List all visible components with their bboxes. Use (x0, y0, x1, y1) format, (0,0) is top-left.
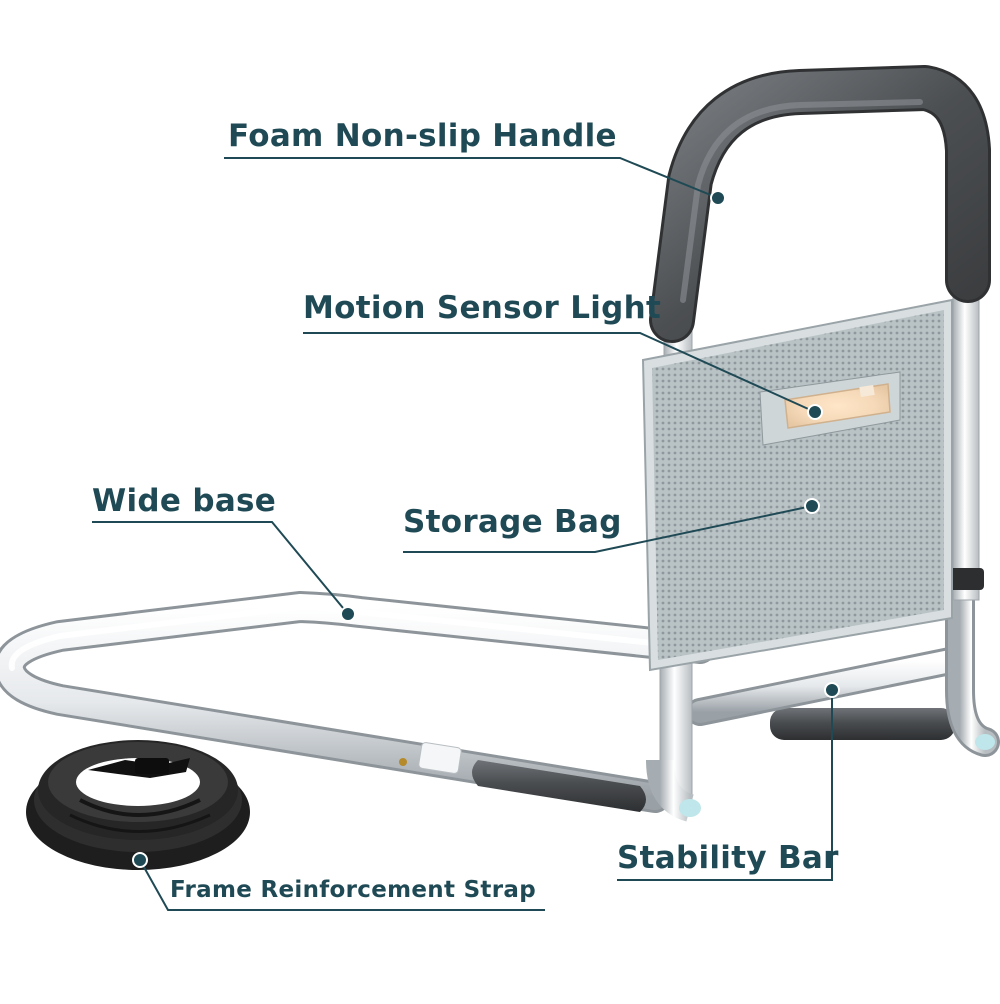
storage-bag-label: Storage Bag (403, 504, 622, 540)
bag-dot (804, 498, 820, 514)
stability-dot (824, 682, 840, 698)
strap-dot (132, 852, 148, 868)
foam-handle (649, 65, 991, 343)
wide-base-frame (0, 591, 716, 813)
rear-foam-grip (770, 708, 955, 740)
base-dot (340, 606, 356, 622)
foam-handle-label: Foam Non-slip Handle (228, 118, 617, 154)
leader-dots (132, 190, 840, 868)
handle-dot (710, 190, 726, 206)
front-foam-grip (472, 760, 646, 812)
wide-base-label: Wide base (92, 483, 277, 519)
sensor-dot (807, 404, 823, 420)
strap-leader (139, 859, 545, 911)
sensor-leader (303, 332, 816, 413)
leader-lines (92, 157, 833, 911)
stability-bar-label: Stability Bar (617, 840, 839, 876)
handle-leader (224, 157, 719, 199)
reinforcement-strap (26, 740, 250, 870)
reinforcement-strap-label: Frame Reinforcement Strap (170, 877, 536, 903)
rear-post (948, 279, 984, 601)
stability-leader (617, 690, 833, 881)
bag-leader (403, 505, 813, 553)
motion-sensor-label: Motion Sensor Light (303, 290, 662, 326)
base-leader (92, 521, 349, 615)
